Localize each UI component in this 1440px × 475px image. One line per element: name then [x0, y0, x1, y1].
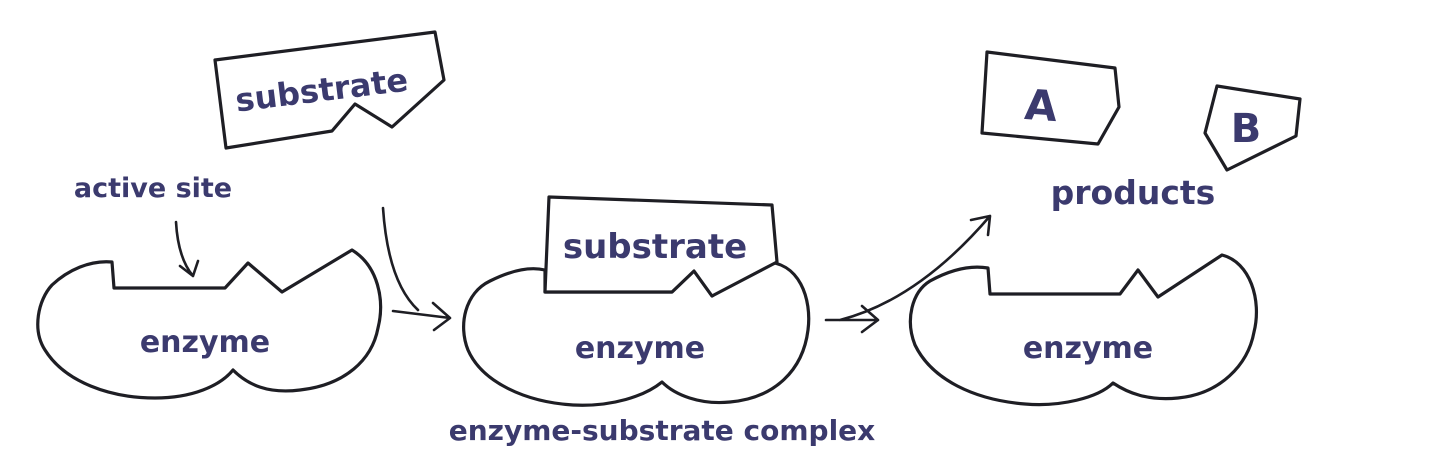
reaction-arrow-2 — [824, 214, 992, 334]
active-site-pointer-arrow — [174, 220, 200, 278]
product-b-label: B — [1231, 106, 1262, 152]
active-site-label: active site — [74, 173, 232, 204]
product-a-label: A — [1023, 80, 1059, 131]
enzyme-shape-1 — [36, 248, 383, 400]
enzyme-label-1: enzyme — [140, 325, 270, 360]
enzyme-shape-3 — [908, 253, 1259, 407]
substrate-shape-bound — [543, 195, 779, 298]
complex-label: enzyme-substrate complex — [449, 414, 875, 447]
substrate-shape-free — [213, 30, 446, 150]
enzyme-label-3: enzyme — [1023, 331, 1153, 366]
product-b-shape — [1203, 84, 1302, 172]
substrate-label-bound: substrate — [563, 227, 747, 267]
products-label: products — [1051, 173, 1216, 212]
reaction-arrow-1 — [381, 206, 452, 332]
enzyme-shape-2 — [462, 260, 811, 407]
product-a-shape — [980, 50, 1121, 146]
enzyme-label-2: enzyme — [575, 331, 705, 366]
